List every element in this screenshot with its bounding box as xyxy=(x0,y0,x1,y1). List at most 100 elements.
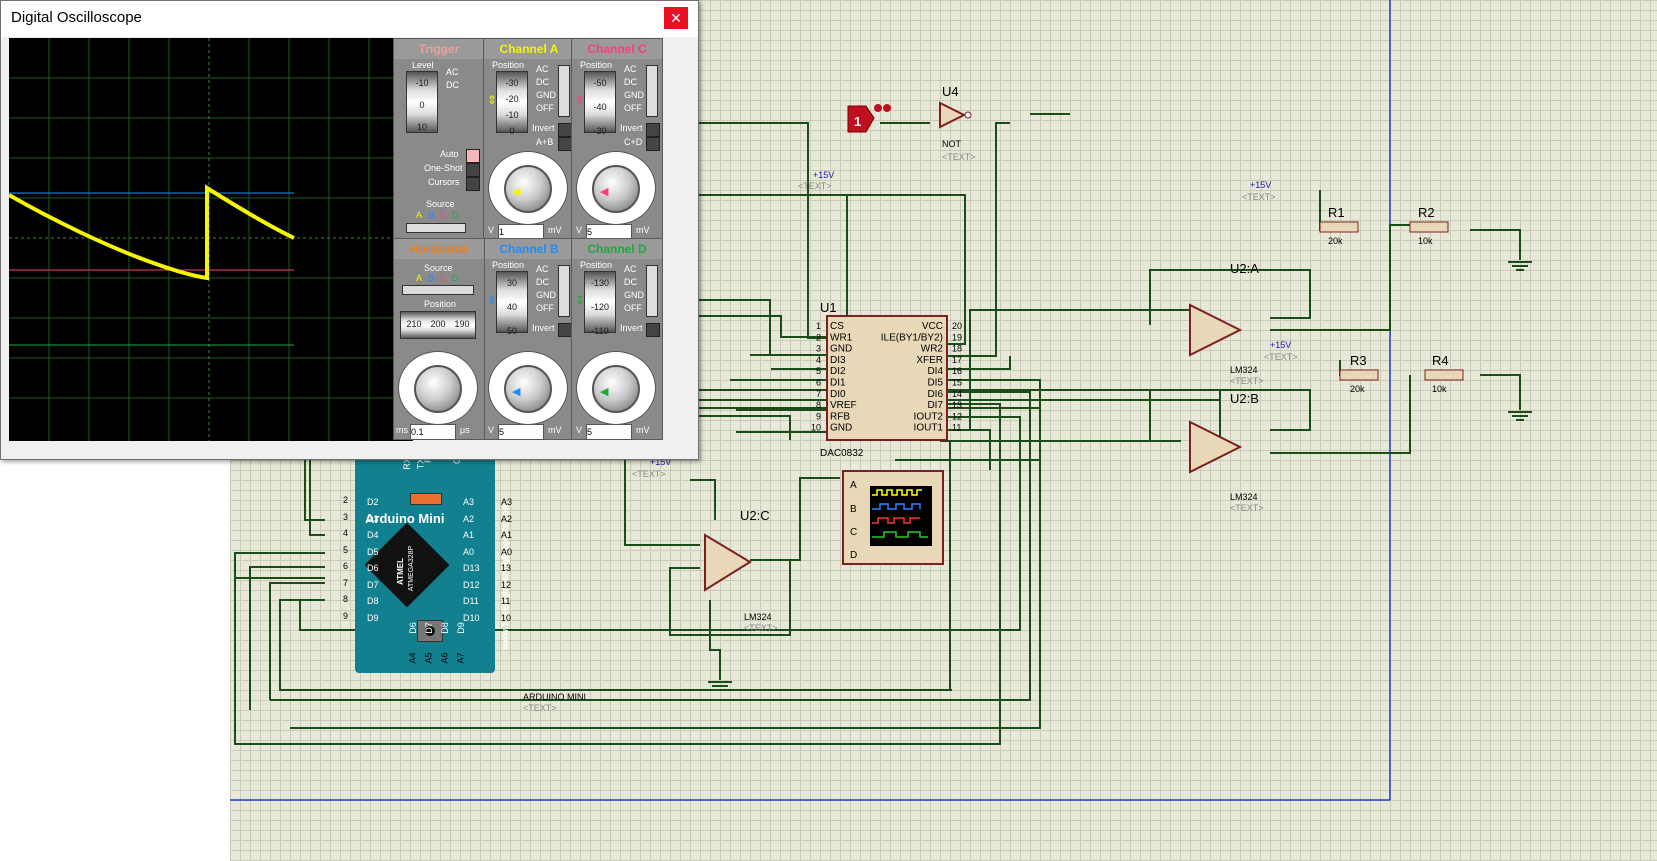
coupling-gnd[interactable]: GND xyxy=(624,290,644,300)
panel-title: Channel C xyxy=(572,39,662,59)
coupling-dc[interactable]: DC xyxy=(536,277,549,287)
close-button[interactable]: ✕ xyxy=(664,7,688,29)
source-label: Source xyxy=(426,199,455,209)
combine-toggle[interactable] xyxy=(558,137,572,151)
position-tick: -50 xyxy=(593,78,607,88)
coupling-dc[interactable]: DC xyxy=(624,277,637,287)
source-A[interactable]: A xyxy=(416,210,423,220)
trigger-coupling-dc[interactable]: DC xyxy=(446,80,459,90)
svg-text:<TEXT>: <TEXT> xyxy=(632,469,666,479)
arduino-right-pin: D10 xyxy=(463,612,480,623)
invert-toggle[interactable] xyxy=(646,123,660,137)
panel-title: Horizontal xyxy=(394,239,484,259)
arduino-mini-board[interactable]: Arduino Mini ATMEL ATMEGA328P www.TheEng… xyxy=(343,438,512,673)
coupling-off[interactable]: OFF xyxy=(624,303,642,313)
source-D[interactable]: D xyxy=(452,210,459,220)
coupling-gnd[interactable]: GND xyxy=(536,90,556,100)
coupling-slider[interactable] xyxy=(558,65,570,117)
svg-text:U2:C: U2:C xyxy=(740,508,770,523)
coupling-off[interactable]: OFF xyxy=(624,103,642,113)
level-tick: -10 xyxy=(415,78,429,88)
coupling-gnd[interactable]: GND xyxy=(536,290,556,300)
trigger-mode-toggle[interactable] xyxy=(466,149,480,163)
invert-toggle[interactable] xyxy=(558,123,572,137)
arduino-left-pin: D5 xyxy=(367,546,379,557)
arduino-bottom-num: A4 xyxy=(407,652,418,664)
opamp-u2b: U2:B LM324 <TEXT> xyxy=(1189,391,1264,513)
position-wheel[interactable]: -50-40-30 xyxy=(584,71,616,136)
svg-text:<TEXT>: <TEXT> xyxy=(1230,503,1264,513)
coupling-dc[interactable]: DC xyxy=(624,77,637,87)
dac-pin-name: DI1 xyxy=(830,378,846,389)
arduino-left-num: 6 xyxy=(343,561,349,571)
coupling-slider[interactable] xyxy=(558,265,570,317)
unit-right: mV xyxy=(636,225,650,235)
dac-pin-name: XFER xyxy=(916,355,943,366)
h-position-tick: 190 xyxy=(454,319,470,329)
svg-text:LM324: LM324 xyxy=(744,612,772,622)
arduino-left-pin: D3 xyxy=(367,513,379,524)
volts-div-knob[interactable] xyxy=(592,365,640,413)
volts-value-field[interactable]: 5 xyxy=(586,424,632,440)
volts-div-knob[interactable] xyxy=(592,165,640,213)
coupling-ac[interactable]: AC xyxy=(536,64,549,74)
position-wheel[interactable]: -130-120-110 xyxy=(584,271,616,336)
position-tick: -30 xyxy=(505,78,519,88)
volts-div-knob[interactable] xyxy=(504,365,552,413)
h-source-C[interactable]: C xyxy=(440,273,447,283)
reset-button[interactable] xyxy=(417,620,443,642)
arduino-bottom-num: A5 xyxy=(423,652,434,664)
coupling-ac[interactable]: AC xyxy=(536,264,549,274)
knob-indicator: ◀ xyxy=(600,386,609,398)
source-C[interactable]: C xyxy=(440,210,447,220)
invert-label: Invert xyxy=(620,123,643,133)
time-value-field[interactable]: 0.1 xyxy=(410,424,456,440)
invert-toggle[interactable] xyxy=(646,323,660,337)
arduino-bottom-pin: D8 xyxy=(439,622,450,634)
trigger-source-slider[interactable] xyxy=(406,223,466,233)
arduino-bottom-pin: D6 xyxy=(407,622,418,634)
volts-div-knob[interactable] xyxy=(504,165,552,213)
coupling-dc[interactable]: DC xyxy=(536,77,549,87)
h-position-label: Position xyxy=(424,299,457,309)
svg-text:R2: R2 xyxy=(1418,205,1435,220)
arduino-right-pin: A0 xyxy=(463,546,475,557)
coupling-slider[interactable] xyxy=(646,65,658,117)
coupling-off[interactable]: OFF xyxy=(536,303,554,313)
position-tick: 30 xyxy=(506,278,517,288)
invert-toggle[interactable] xyxy=(558,323,572,337)
h-source-D[interactable]: D xyxy=(452,273,459,283)
svg-text:+15V: +15V xyxy=(1270,340,1291,350)
title-bar[interactable]: Digital Oscilloscope ✕ xyxy=(1,1,698,37)
trigger-mode-toggle[interactable] xyxy=(466,177,480,191)
coupling-ac[interactable]: AC xyxy=(624,64,637,74)
panel-title: Channel B xyxy=(484,239,574,259)
coupling-ac[interactable]: AC xyxy=(624,264,637,274)
svg-text:+15V: +15V xyxy=(1250,180,1271,190)
trigger-mode-toggle[interactable] xyxy=(466,163,480,177)
combine-toggle[interactable] xyxy=(646,137,660,151)
coupling-gnd[interactable]: GND xyxy=(624,90,644,100)
trigger-coupling-ac[interactable]: AC xyxy=(446,67,459,77)
svg-text:<TEXT>: <TEXT> xyxy=(1264,352,1298,362)
dac-pin-name: DI6 xyxy=(927,389,943,400)
coupling-slider[interactable] xyxy=(646,265,658,317)
position-arrows: ⇕ xyxy=(487,293,498,307)
dac-pin-number: 6 xyxy=(816,378,821,388)
coupling-off[interactable]: OFF xyxy=(536,103,554,113)
source-B[interactable]: B xyxy=(428,210,435,220)
dac-pin-name: VREF xyxy=(830,400,857,411)
h-source-B[interactable]: B xyxy=(428,273,435,283)
volts-value-field[interactable]: 5 xyxy=(498,424,544,440)
arduino-right-pin: D12 xyxy=(463,579,480,590)
h-source-slider[interactable] xyxy=(402,285,474,295)
arduino-right-num: A1 xyxy=(501,530,513,540)
h-source-A[interactable]: A xyxy=(416,273,423,283)
time-div-knob[interactable] xyxy=(414,365,462,413)
